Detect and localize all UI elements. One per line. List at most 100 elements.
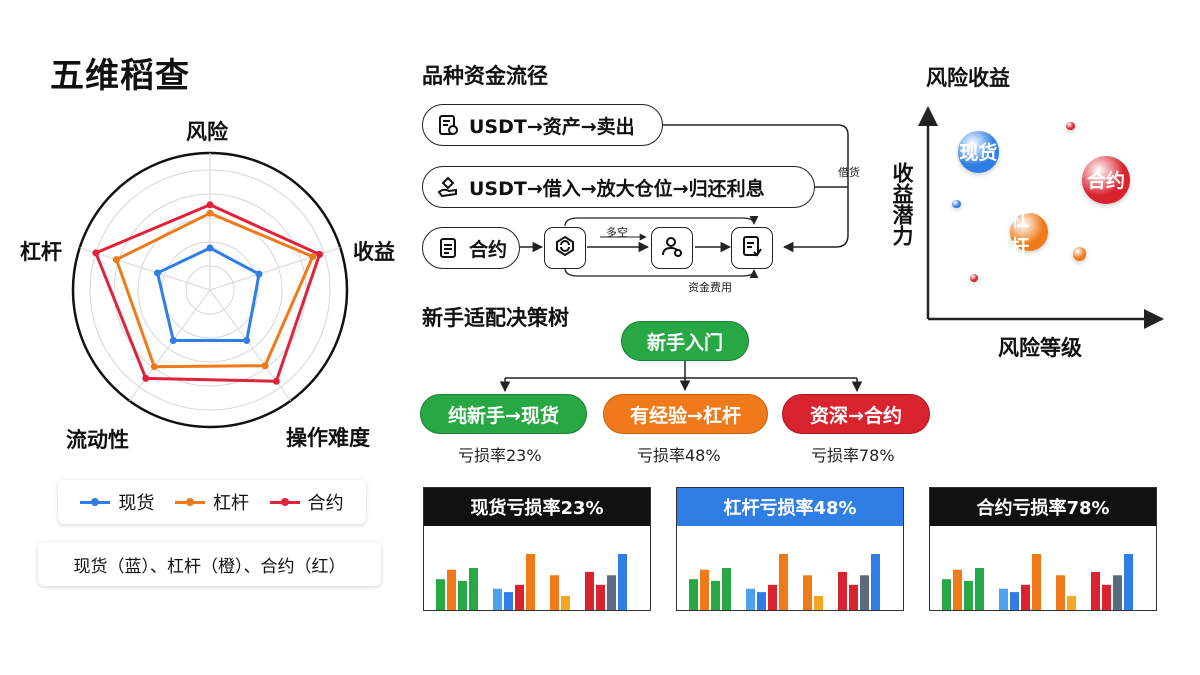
card-bar (814, 596, 823, 610)
radar-legend: 现货 杠杆 合约 (58, 480, 366, 524)
bubble-杠杆: 杠杆 (1010, 209, 1048, 258)
card-bar (942, 579, 951, 610)
flow-path-label: 合约 (469, 238, 508, 261)
legend-item-contract: 合约 (269, 489, 344, 515)
radar-axis-label-difficulty: 操作难度 (286, 426, 370, 450)
radar-point (261, 362, 269, 370)
card-bar (596, 584, 605, 610)
flow-path-label: USDT→资产→卖出 (469, 115, 635, 138)
radar-chart (71, 151, 349, 429)
card-bar (1113, 575, 1122, 610)
tree-title: 新手适配决策树 (422, 306, 569, 330)
tree-branch-novice: 纯新手→现货 (420, 394, 587, 434)
card-bar (447, 569, 456, 610)
document-dollar-icon (435, 112, 461, 138)
radar-axis-label-return: 收益 (353, 240, 395, 264)
radar-point (316, 250, 324, 258)
card-bar (757, 592, 766, 610)
flow-path-contract: 合约 (422, 227, 520, 269)
card-bar (964, 580, 973, 610)
bubble-y-label: 收益潜力 (890, 162, 914, 246)
radar-point (206, 244, 214, 252)
card-bar (561, 596, 570, 610)
flow-label-borrow: 借货 (838, 166, 860, 179)
radar-series-现货 (156, 246, 261, 342)
flow-node-exchange (544, 227, 586, 269)
card-bar (1032, 554, 1041, 610)
bubble-dot (969, 273, 979, 283)
tree-root-node: 新手入门 (621, 321, 749, 361)
flow-label-long-short: 多空 (606, 226, 628, 239)
radar-point (92, 249, 100, 257)
card-bar (1124, 554, 1133, 610)
card-bar (746, 588, 755, 610)
card-bar (689, 579, 698, 610)
tree-loss-experienced: 亏损率48% (637, 446, 721, 465)
radar-point (206, 209, 214, 217)
tree-loss-novice: 亏损率23% (458, 446, 542, 465)
radar-axis-label-leverage: 杠杆 (20, 240, 62, 264)
card-bar (458, 580, 467, 610)
card-bar (493, 588, 502, 610)
card-bar (1010, 592, 1019, 610)
legend-item-leverage: 杠杆 (174, 489, 249, 515)
radar-axis-label-risk: 风险 (186, 120, 228, 144)
card-bar (504, 592, 513, 610)
card-bar (871, 554, 880, 610)
card-bar (722, 568, 731, 610)
card-bar (1056, 575, 1065, 610)
radar-point (255, 270, 263, 278)
card-bar (768, 584, 777, 610)
loss-card-contract: 合约亏损率78% (929, 487, 1157, 611)
legend-swatch-blue (80, 497, 111, 506)
card-bar (953, 569, 962, 610)
loss-card-spot: 现货亏损率23% (423, 487, 651, 611)
card-bar (1021, 584, 1030, 610)
flow-path-spot: USDT→资产→卖出 (422, 104, 663, 146)
card-header: 现货亏损率23% (424, 488, 650, 526)
exchange-icon (553, 234, 577, 262)
tree-branch-experienced: 有经验→杠杆 (603, 394, 768, 434)
flow-node-settlement (731, 227, 773, 269)
radar-point (169, 336, 177, 344)
flow-node-trader (651, 227, 693, 269)
card-bar (618, 554, 627, 610)
contract-doc-icon (435, 235, 461, 261)
loss-card-leverage: 杠杆亏损率48% (676, 487, 904, 611)
user-icon (660, 234, 684, 262)
bubble-x-label: 风险等级 (998, 336, 1082, 360)
radar-point (309, 253, 317, 261)
card-bar (1102, 584, 1111, 610)
legend-label: 合约 (307, 493, 344, 514)
card-bar (838, 571, 847, 610)
radar-axis-label-liquidity: 流动性 (66, 428, 129, 452)
legend-label: 杠杆 (212, 493, 249, 514)
radar-point (150, 363, 158, 371)
card-header: 合约亏损率78% (930, 488, 1156, 526)
card-bar (1067, 596, 1076, 610)
radar-point (206, 201, 214, 209)
bubble-现货: 现货 (957, 131, 1000, 173)
radar-point (272, 377, 280, 385)
bubble-plot-area: 现货合约杠杆 (930, 108, 1150, 308)
legend-swatch-orange (174, 497, 205, 506)
radar-spoke (129, 289, 211, 402)
card-bar (860, 575, 869, 610)
card-bar (550, 575, 559, 610)
flow-path-margin: USDT→借入→放大仓位→归还利息 (422, 166, 815, 208)
card-bar (1091, 571, 1100, 610)
card-bar (779, 554, 788, 610)
card-bar (700, 569, 709, 610)
flow-title: 品种资金流径 (422, 64, 548, 88)
card-bar (975, 568, 984, 610)
bubble-合约: 合约 (1081, 155, 1131, 205)
flow-label-fee: 资金费用 (688, 281, 732, 294)
card-bar (526, 554, 535, 610)
tree-connectors (499, 360, 863, 393)
settlement-doc-icon (740, 234, 764, 262)
legend-label: 现货 (118, 493, 155, 514)
card-bar (999, 588, 1008, 610)
tree-branch-senior: 资深→合约 (782, 394, 930, 434)
bubble-dot (952, 199, 961, 209)
radar-series-杠杆 (114, 211, 315, 369)
